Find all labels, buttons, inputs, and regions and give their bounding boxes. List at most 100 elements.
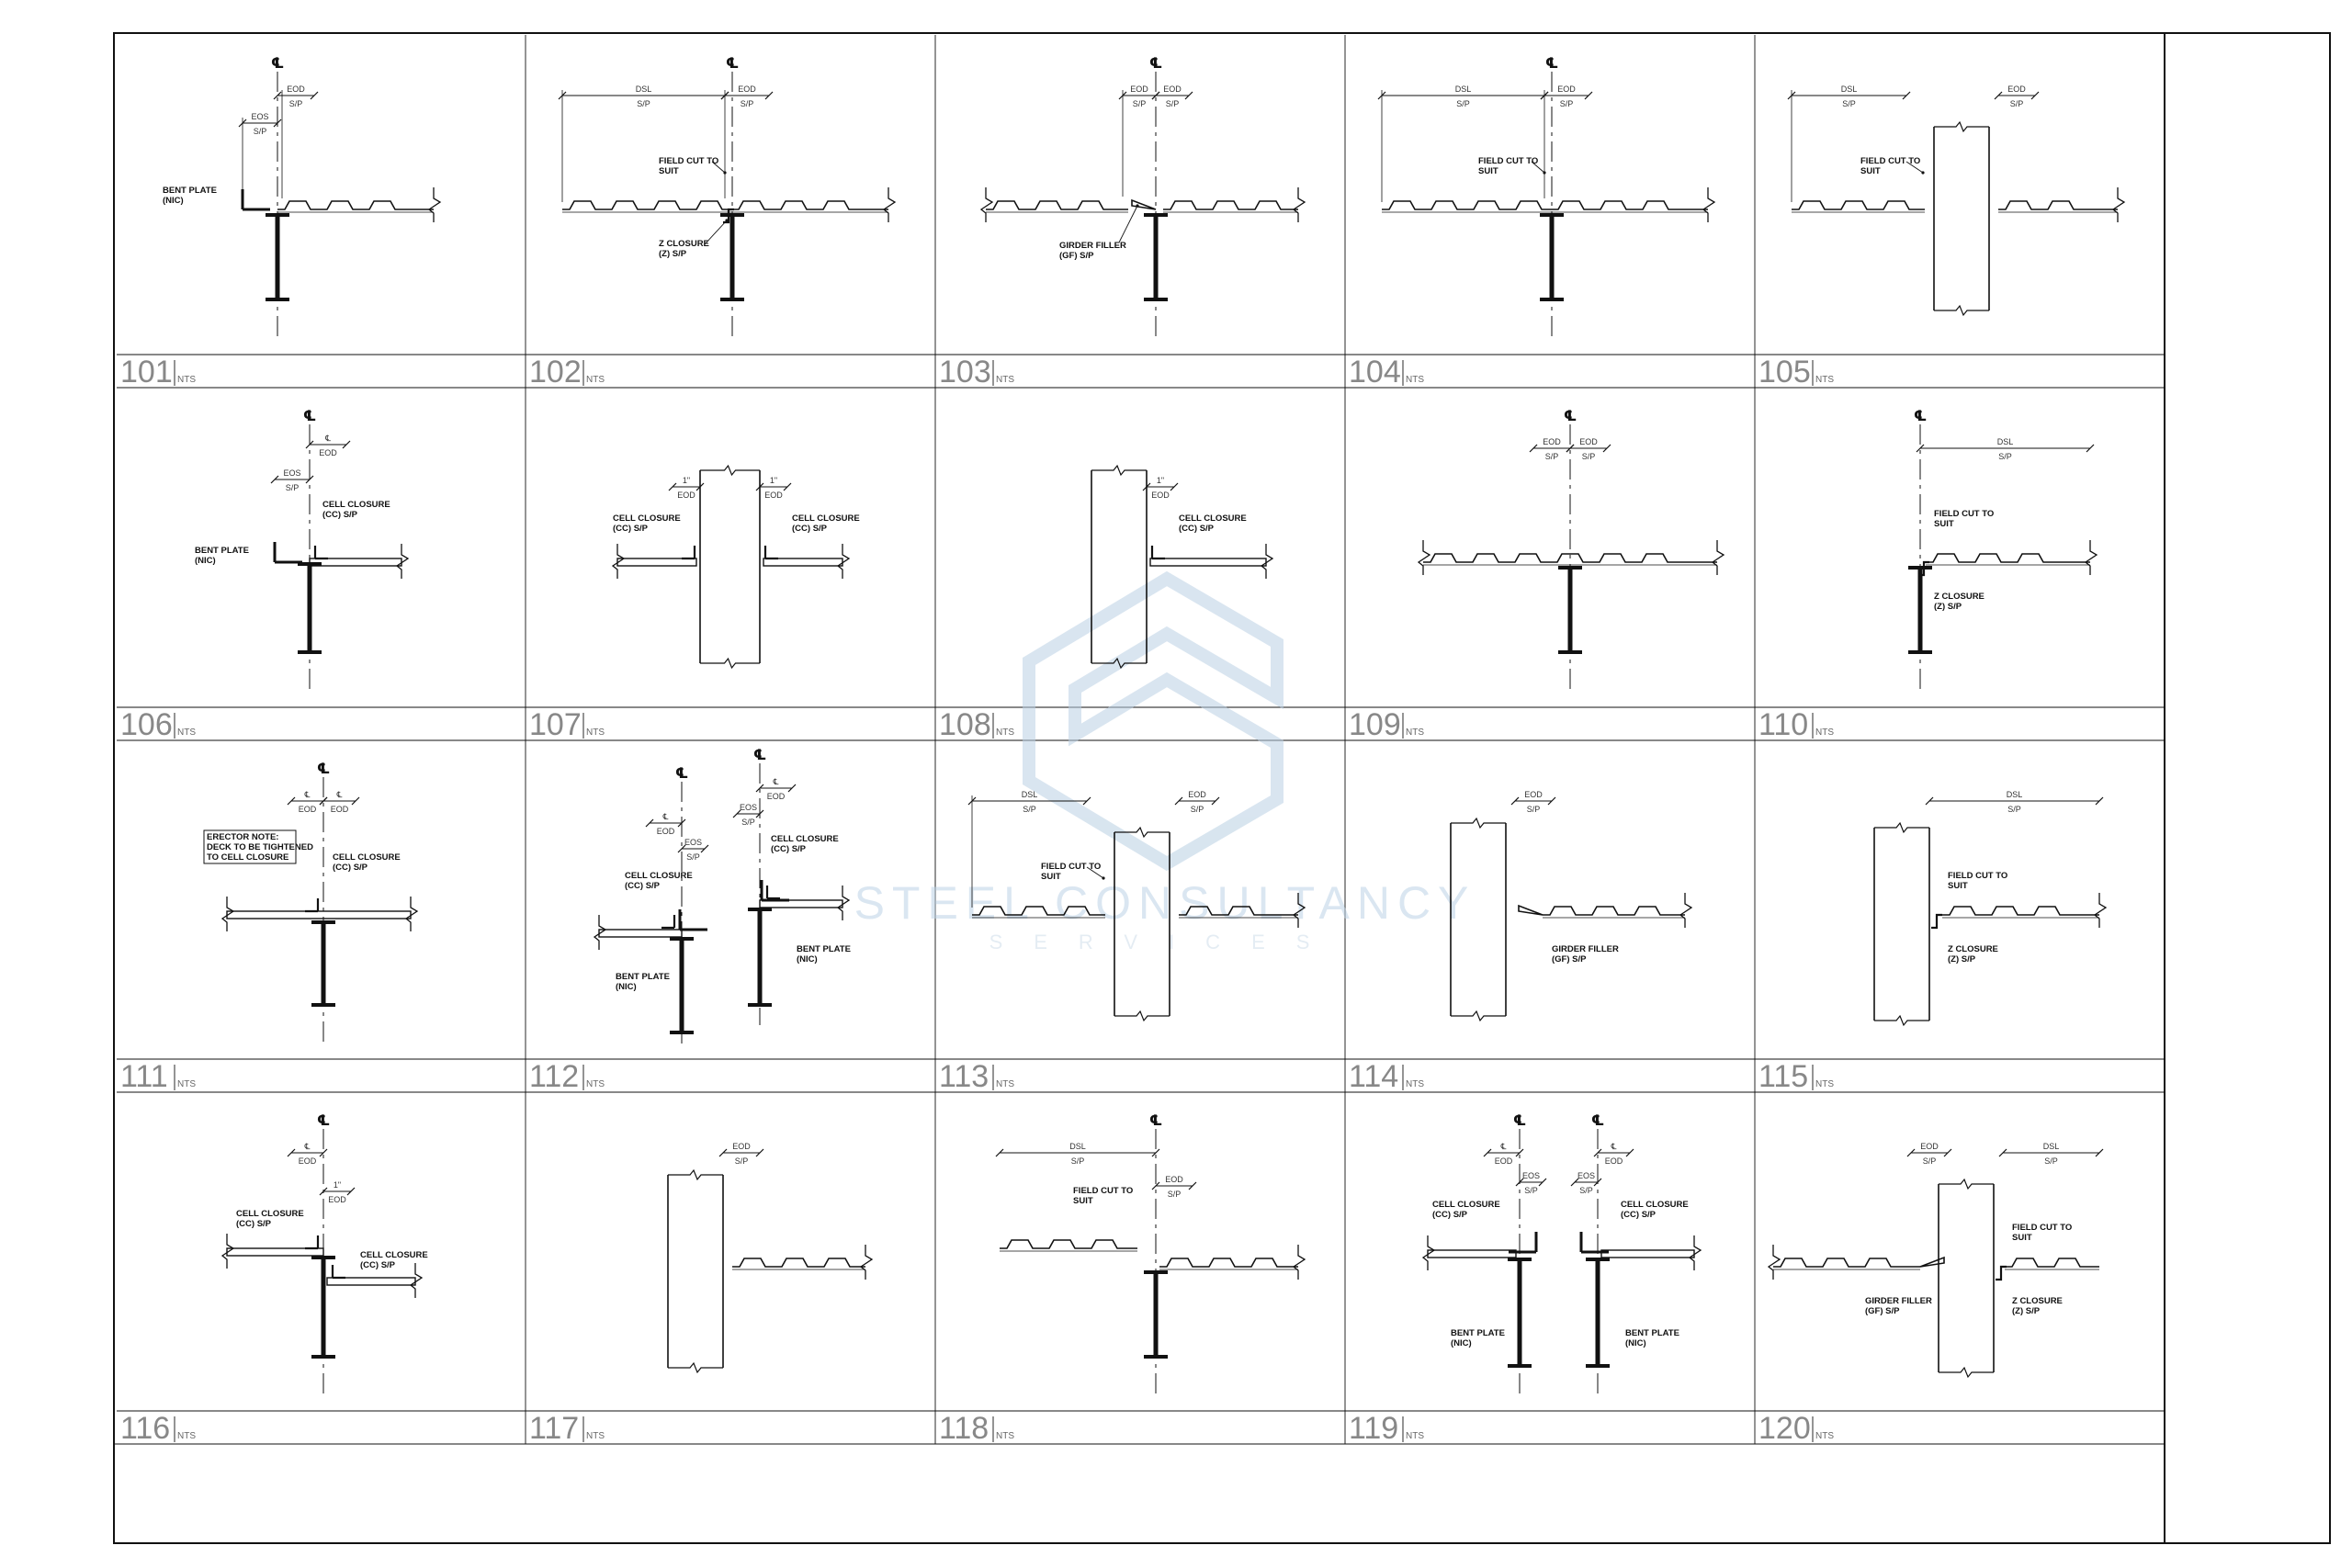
dimension-tick	[1515, 1178, 1524, 1187]
detail-scale-note: NTS	[1815, 1431, 1834, 1441]
break-line	[2093, 893, 2108, 928]
leader-dot	[1921, 171, 1925, 175]
cell-closure-label: (CC) S/P	[771, 844, 807, 854]
dimension-label: S/P	[1456, 99, 1470, 108]
beam-bottom-flange	[720, 298, 744, 301]
bent-plate-label: (NIC)	[797, 954, 818, 964]
metal-deck-profile	[1382, 200, 1708, 210]
cell-closure-label: (CC) S/P	[333, 863, 368, 873]
beam-bottom-flange	[1540, 298, 1564, 301]
dimension-tick	[1174, 796, 1183, 806]
detail-number: 119	[1349, 1411, 1398, 1446]
column-break-top	[668, 1168, 723, 1181]
cell-closure-label: CELL CLOSURE	[360, 1250, 428, 1260]
detail-scale-note: NTS	[177, 1431, 196, 1441]
cell-closure-label: CELL CLOSURE	[1432, 1200, 1500, 1210]
z-closure-label: Z CLOSURE	[2012, 1296, 2063, 1306]
field-cut-label: SUIT	[1073, 1196, 1093, 1206]
dimension-tick	[305, 475, 314, 484]
dimension-label: S/P	[741, 818, 755, 827]
dimension-label: EOD	[328, 1195, 346, 1204]
deck-section	[1149, 558, 1267, 567]
dimension-tick	[1998, 1148, 2007, 1157]
z-closure-label: (Z) S/P	[659, 249, 687, 259]
cell-closure-label: CELL CLOSURE	[625, 871, 693, 881]
dimension-tick	[1170, 482, 1179, 491]
girder-filler-label: (GF) S/P	[1059, 251, 1094, 261]
dimension-tick	[1510, 796, 1520, 806]
centerline-symbol: ℄	[675, 764, 688, 782]
metal-deck-profile	[1773, 1258, 1920, 1268]
detail-number: 102	[529, 355, 582, 389]
beam-top-flange	[1144, 213, 1168, 217]
beam-bottom-flange	[1558, 650, 1582, 654]
dimension-tick	[732, 809, 741, 818]
centerline-symbol: ℄	[1513, 1111, 1526, 1129]
dimension-label: EOD	[287, 85, 305, 94]
dimension-label: EOD	[299, 1156, 317, 1166]
field-cut-label: FIELD CUT TO	[2012, 1223, 2072, 1233]
bent-plate-label: (NIC)	[1451, 1338, 1472, 1348]
centerline-symbol: ℄	[1914, 407, 1927, 424]
dimension-label: EOD	[1130, 85, 1148, 94]
dimension-label: S/P	[735, 1156, 749, 1166]
dimension-tick	[287, 796, 296, 806]
detail-scale-note: NTS	[1815, 1079, 1834, 1089]
dimension-tick	[558, 91, 567, 100]
dimension-tick	[1151, 1181, 1160, 1190]
dimension-tick	[967, 796, 977, 806]
z-closure	[1931, 913, 1942, 930]
dimension-label: EOD	[1163, 85, 1182, 94]
dimension-tick	[1625, 1148, 1634, 1157]
dimension-tick	[1943, 1148, 1952, 1157]
dimension-tick	[346, 1187, 356, 1196]
metal-deck-profile	[2005, 1258, 2099, 1268]
break-line	[593, 915, 607, 950]
z-closure-label: (Z) S/P	[2012, 1306, 2041, 1316]
dimension-label: DSL	[2007, 790, 2023, 799]
detail-number: 105	[1758, 355, 1811, 389]
dimension-tick	[695, 482, 705, 491]
dimension-label: S/P	[1842, 99, 1856, 108]
field-cut-label: FIELD CUT TO	[1860, 156, 1920, 166]
field-cut-label: SUIT	[1860, 166, 1881, 176]
bent-plate-label: (NIC)	[163, 196, 184, 206]
dimension-label: EOS	[1522, 1171, 1540, 1180]
z-closure-label: (Z) S/P	[1934, 602, 1962, 612]
detail-scale-note: NTS	[1406, 1079, 1424, 1089]
cell-closure	[305, 898, 320, 913]
dimension-tick	[1925, 796, 1934, 806]
dimension-label: EOD	[2007, 85, 2026, 94]
detail-scale-note: NTS	[1815, 375, 1834, 385]
column-break-bottom	[1114, 1010, 1170, 1022]
dimension-tick	[351, 796, 360, 806]
girder-filler-label: GIRDER FILLER	[1059, 241, 1126, 251]
dimension-label: S/P	[286, 483, 300, 492]
dimension-tick	[319, 1148, 328, 1157]
dimension-tick	[755, 809, 764, 818]
dimension-tick	[1515, 1148, 1524, 1157]
detail-number: 106	[120, 707, 173, 742]
dimension-tick	[2095, 1148, 2104, 1157]
detail-number: 101	[120, 355, 173, 389]
bent-plate-label: BENT PLATE	[1451, 1328, 1505, 1338]
beam-top-flange	[670, 937, 694, 941]
z-closure-label: Z CLOSURE	[1948, 944, 1998, 954]
cell-closure	[331, 1265, 345, 1280]
centerline-symbol: ℄	[317, 1111, 330, 1129]
break-line	[979, 187, 994, 222]
deck-section	[226, 1247, 324, 1257]
leader-line	[1905, 161, 1924, 174]
beam-bottom-flange	[1908, 650, 1932, 654]
dimension-label: EOS	[251, 112, 268, 121]
break-line	[1421, 1235, 1436, 1270]
bent-plate-label: BENT PLATE	[1625, 1328, 1679, 1338]
dimension-label: EOD	[677, 491, 695, 500]
dimension-label: EOD	[657, 827, 675, 836]
